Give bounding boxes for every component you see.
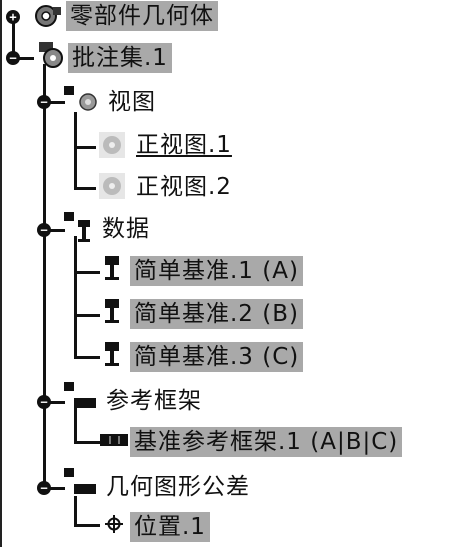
- tree-node-datums[interactable]: 数据: [102, 216, 150, 242]
- tree-node-front-view-2[interactable]: 正视图.2: [136, 174, 232, 200]
- collapse-toggle-views[interactable]: −: [37, 95, 51, 109]
- tree-node-annotation-set[interactable]: 批注集.1: [68, 43, 172, 73]
- tree-connector: [74, 271, 100, 274]
- view-icon: [99, 173, 125, 199]
- tree-node-gdt[interactable]: 几何图形公差: [106, 474, 250, 500]
- collapse-toggle-annotation-set[interactable]: −: [6, 51, 20, 65]
- tree-node-datum-b[interactable]: 简单基准.2 (B): [130, 299, 303, 329]
- tree-node-datum-a[interactable]: 简单基准.1 (A): [130, 256, 303, 286]
- tree-node-views[interactable]: 视图: [108, 89, 156, 115]
- tree-connector: [74, 524, 100, 527]
- tree-connector: [74, 112, 77, 190]
- datum-reference-frame-icon: [100, 434, 128, 446]
- tree-connector: [74, 187, 96, 190]
- reference-frames-folder-icon: [64, 382, 96, 408]
- tree-connector: [43, 229, 65, 232]
- tree-connector: [43, 101, 65, 104]
- collapse-toggle-gdt[interactable]: −: [37, 481, 51, 495]
- tree-connector: [43, 401, 65, 404]
- tree-node-datum-c[interactable]: 简单基准.3 (C): [130, 342, 304, 372]
- tree-connector: [74, 408, 77, 443]
- gdt-folder-icon: [64, 468, 96, 494]
- tree-node-part-geometry[interactable]: 零部件几何体: [66, 1, 218, 31]
- tree-connector: [74, 146, 96, 149]
- collapse-toggle-reference-frames[interactable]: −: [37, 395, 51, 409]
- part-gear-icon: [35, 5, 61, 27]
- tree-connector: [74, 356, 100, 359]
- tree-node-front-view-1[interactable]: 正视图.1: [136, 132, 232, 158]
- collapse-toggle-datums[interactable]: −: [37, 223, 51, 237]
- view-icon: [99, 132, 125, 158]
- tree-node-reference-frames[interactable]: 参考框架: [106, 388, 202, 414]
- tree-connector: [43, 64, 46, 490]
- tree-connector: [74, 236, 77, 358]
- tree-connector: [12, 57, 34, 60]
- datum-icon: [105, 256, 119, 280]
- tree-left-border: [0, 0, 2, 547]
- tree-connector: [74, 441, 100, 444]
- tree-connector: [12, 22, 15, 58]
- datum-icon: [105, 342, 119, 366]
- datums-folder-icon: [64, 212, 90, 242]
- position-tolerance-icon: [105, 515, 123, 533]
- tree-connector: [43, 487, 65, 490]
- expand-toggle-root[interactable]: +: [6, 10, 20, 24]
- annotation-set-icon: [39, 42, 63, 68]
- datum-icon: [105, 299, 119, 323]
- tree-node-datum-reference-frame-1[interactable]: 基准参考框架.1 (A|B|C): [130, 427, 403, 457]
- tree-connector: [74, 314, 100, 317]
- views-folder-icon: [64, 86, 97, 111]
- tree-connector: [74, 496, 77, 526]
- tree-node-position-1[interactable]: 位置.1: [130, 512, 210, 542]
